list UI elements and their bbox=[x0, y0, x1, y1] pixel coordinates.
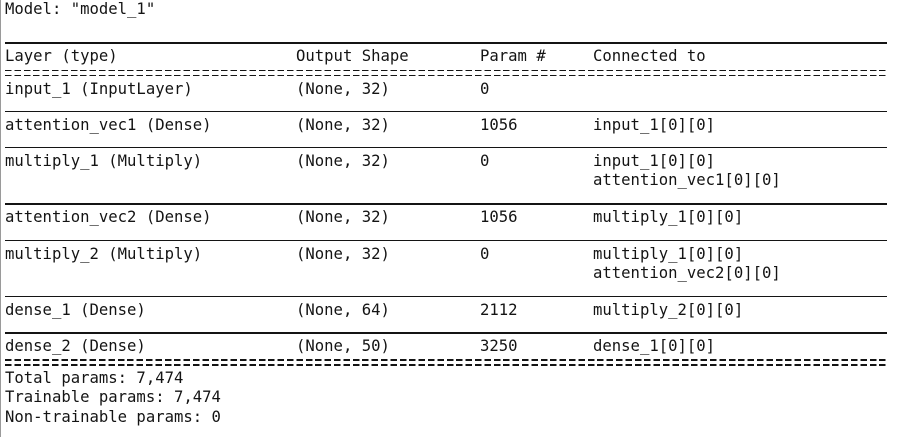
table-header-row: Layer (type) Output Shape Param # Connec… bbox=[5, 47, 905, 66]
row-output-shape: (None, 32) bbox=[296, 208, 390, 227]
total-params: Total params: 7,474 bbox=[5, 369, 184, 388]
console-left-edge-rule bbox=[0, 0, 1, 437]
row-output-shape: (None, 32) bbox=[296, 244, 390, 263]
row-param-count: 0 bbox=[480, 244, 490, 263]
row-layer-name: dense_1 (Dense) bbox=[5, 300, 146, 319]
row-connected-to: input_1[0][0] bbox=[593, 115, 716, 134]
row-spacer bbox=[5, 135, 905, 143]
row-output-shape: (None, 32) bbox=[296, 151, 390, 170]
table-row: attention_vec2 (Dense) (None, 32) 1056 m… bbox=[5, 208, 905, 227]
row-layer-name: attention_vec2 (Dense) bbox=[5, 208, 212, 227]
separator-above-header bbox=[5, 38, 905, 47]
non-trainable-params: Non-trainable params: 0 bbox=[5, 407, 221, 426]
row-param-count: 2112 bbox=[480, 300, 518, 319]
row-connected-to: multiply_2[0][0] bbox=[593, 300, 744, 319]
table-row: multiply_2 (Multiply) (None, 32) 0 multi… bbox=[5, 245, 905, 283]
row-connected-to: multiply_1[0][0] bbox=[593, 208, 744, 227]
row-connected-to-extra: attention_vec2[0][0] bbox=[593, 263, 781, 282]
separator-heavy-bottom bbox=[5, 356, 905, 369]
row-connected-to: dense_1[0][0] bbox=[593, 337, 716, 356]
row-param-count: 0 bbox=[480, 151, 490, 170]
trainable-params: Trainable params: 7,474 bbox=[5, 388, 221, 407]
row-layer-name: multiply_1 (Multiply) bbox=[5, 151, 203, 170]
row-spacer bbox=[5, 190, 905, 199]
row-layer-name: attention_vec1 (Dense) bbox=[5, 115, 212, 134]
row-layer-name: dense_2 (Dense) bbox=[5, 337, 146, 356]
row-spacer bbox=[5, 320, 905, 328]
separator-heavy-top bbox=[5, 67, 905, 80]
row-output-shape: (None, 32) bbox=[296, 115, 390, 134]
row-param-count: 0 bbox=[480, 79, 490, 98]
header-connected-to: Connected to bbox=[593, 47, 706, 66]
row-layer-name: input_1 (InputLayer) bbox=[5, 79, 193, 98]
row-spacer bbox=[5, 283, 905, 292]
row-output-shape: (None, 50) bbox=[296, 337, 390, 356]
model-title: Model: "model_1" bbox=[5, 0, 156, 18]
row-separator bbox=[5, 143, 905, 152]
row-layer-name: multiply_2 (Multiply) bbox=[5, 244, 203, 263]
title-spacer bbox=[5, 19, 905, 38]
table-row: input_1 (InputLayer) (None, 32) 0 bbox=[5, 80, 905, 99]
row-output-shape: (None, 64) bbox=[296, 300, 390, 319]
row-param-count: 1056 bbox=[480, 115, 518, 134]
row-connected-to: input_1[0][0] bbox=[593, 151, 716, 170]
header-layer-type: Layer (type) bbox=[5, 47, 118, 66]
row-separator bbox=[5, 236, 905, 245]
header-output-shape: Output Shape bbox=[296, 47, 409, 66]
row-separator bbox=[5, 292, 905, 301]
row-spacer bbox=[5, 228, 905, 236]
row-output-shape: (None, 32) bbox=[296, 79, 390, 98]
row-param-count: 3250 bbox=[480, 337, 518, 356]
table-row: attention_vec1 (Dense) (None, 32) 1056 i… bbox=[5, 116, 905, 135]
row-spacer bbox=[5, 99, 905, 107]
row-separator bbox=[5, 199, 905, 208]
row-separator bbox=[5, 107, 905, 116]
table-row: multiply_1 (Multiply) (None, 32) 0 input… bbox=[5, 152, 905, 190]
row-param-count: 1056 bbox=[480, 208, 518, 227]
keras-model-summary: Model: "model_1" Layer (type) Output Sha… bbox=[5, 0, 905, 427]
header-param-count: Param # bbox=[480, 47, 546, 66]
row-connected-to-extra: attention_vec1[0][0] bbox=[593, 171, 781, 190]
row-connected-to: multiply_1[0][0] bbox=[593, 244, 744, 263]
row-separator bbox=[5, 328, 905, 337]
table-row: dense_2 (Dense) (None, 50) 3250 dense_1[… bbox=[5, 337, 905, 356]
table-row: dense_1 (Dense) (None, 64) 2112 multiply… bbox=[5, 301, 905, 320]
